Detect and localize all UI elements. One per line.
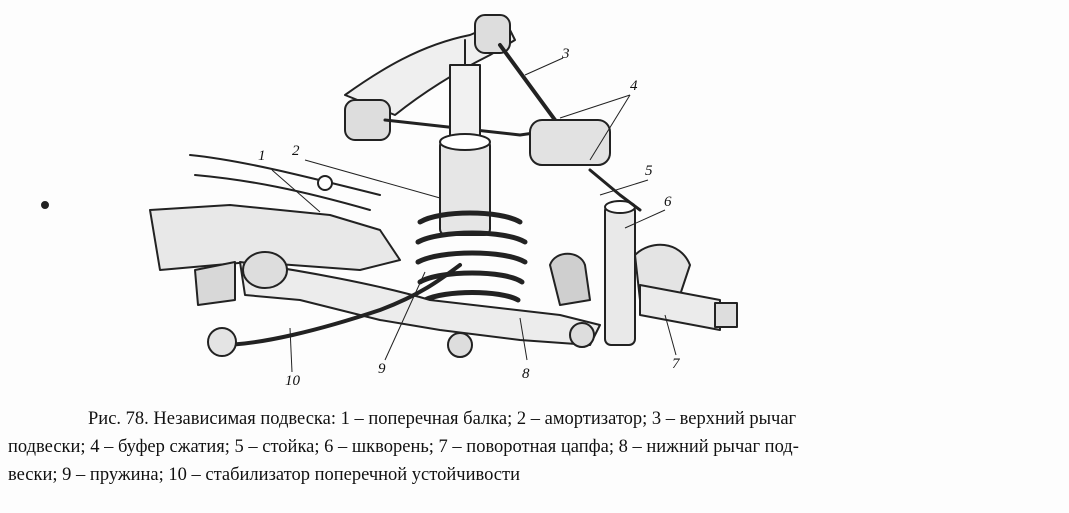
callout-3: 3 <box>561 46 570 62</box>
callout-1: 1 <box>258 148 266 164</box>
figure-caption: Рис. 78. Независимая подвеска: 1 – попер… <box>8 405 1058 489</box>
lower-arm-drawing <box>239 251 601 358</box>
callout-5: 5 <box>645 163 653 179</box>
callout-10: 10 <box>285 373 301 389</box>
kingpin-strut-drawing <box>588 168 642 346</box>
stray-mark <box>41 201 49 209</box>
caption-line-2: подвески; 4 – буфер сжатия; 5 – стойка; … <box>8 437 799 457</box>
upper-arm-drawing <box>344 14 611 166</box>
callout-8: 8 <box>522 366 530 382</box>
caption-line-3: вески; 9 – пружина; 10 – стабилизатор по… <box>8 465 520 485</box>
knuckle-spindle-drawing <box>634 243 738 331</box>
callout-2: 2 <box>292 143 300 159</box>
bump-stop-drawing <box>549 252 591 306</box>
callout-4: 4 <box>630 78 638 94</box>
stabilizer-bar-drawing <box>207 263 462 357</box>
suspension-illustration: 1 2 3 4 5 6 7 8 9 10 <box>41 14 738 389</box>
callout-6: 6 <box>664 194 672 210</box>
cross-beam-drawing <box>149 154 401 306</box>
spring-drawing <box>415 210 528 303</box>
callout-7: 7 <box>672 356 681 372</box>
caption-line-1: Рис. 78. Независимая подвеска: 1 – попер… <box>88 409 797 429</box>
callout-9: 9 <box>378 361 386 377</box>
